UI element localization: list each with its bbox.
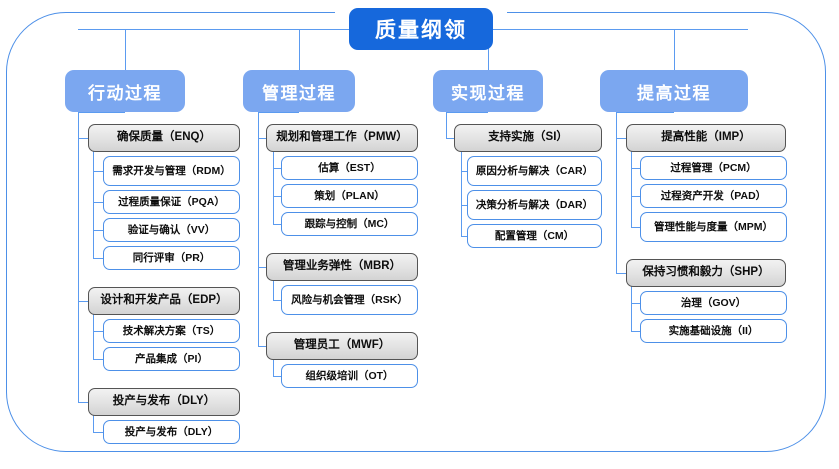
leaf-stub-2-0-2 bbox=[461, 236, 467, 238]
column-header-0: 行动过程 bbox=[65, 70, 185, 112]
leaf-box-0-1-1[interactable]: 产品集成（PI） bbox=[103, 347, 240, 371]
leaf-stub-1-0-0 bbox=[273, 168, 281, 170]
column-drop-line-2 bbox=[488, 29, 490, 70]
leaf-box-0-0-2[interactable]: 验证与确认（VV） bbox=[103, 218, 240, 242]
leaf-box-3-0-2[interactable]: 管理性能与度量（MPM） bbox=[640, 212, 787, 242]
leaf-box-2-0-0[interactable]: 原因分析与解决（CAR） bbox=[467, 156, 602, 186]
column-spine-3 bbox=[616, 112, 618, 273]
title-bus-line-right bbox=[493, 29, 748, 31]
leaf-box-3-1-1[interactable]: 实施基础设施（II） bbox=[640, 319, 787, 343]
leaf-box-0-0-1[interactable]: 过程质量保证（PQA） bbox=[103, 190, 240, 214]
child-spine-1-2 bbox=[273, 360, 275, 376]
leaf-stub-3-1-1 bbox=[631, 331, 640, 333]
leaf-stub-2-0-1 bbox=[461, 205, 467, 207]
column-header-2: 实现过程 bbox=[433, 70, 543, 112]
leaf-stub-0-0-0 bbox=[93, 171, 103, 173]
group-stub-1-1 bbox=[258, 267, 266, 269]
column-drop-line-0 bbox=[125, 29, 127, 70]
group-stub-2-0 bbox=[446, 138, 454, 140]
leaf-stub-3-0-2 bbox=[631, 227, 640, 229]
column-header-3: 提高过程 bbox=[600, 70, 748, 112]
leaf-box-3-1-0[interactable]: 治理（GOV） bbox=[640, 291, 787, 315]
column-spine-0 bbox=[78, 112, 80, 402]
leaf-stub-0-1-0 bbox=[93, 331, 103, 333]
leaf-box-0-1-0[interactable]: 技术解决方案（TS） bbox=[103, 319, 240, 343]
group-stub-0-1 bbox=[78, 301, 88, 303]
group-box-3-0[interactable]: 提高性能（IMP） bbox=[626, 124, 786, 152]
child-spine-3-0 bbox=[631, 152, 633, 227]
leaf-box-0-0-0[interactable]: 需求开发与管理（RDM） bbox=[103, 156, 240, 186]
column-spine-link-0 bbox=[78, 112, 125, 114]
group-box-2-0[interactable]: 支持实施（SI） bbox=[454, 124, 602, 152]
child-spine-3-1 bbox=[631, 287, 633, 331]
group-stub-1-2 bbox=[258, 346, 266, 348]
group-stub-3-1 bbox=[616, 273, 626, 275]
leaf-stub-2-0-0 bbox=[461, 171, 467, 173]
leaf-box-2-0-2[interactable]: 配置管理（CM） bbox=[467, 224, 602, 248]
group-stub-1-0 bbox=[258, 138, 266, 140]
column-drop-line-1 bbox=[299, 29, 301, 70]
group-box-1-2[interactable]: 管理员工（MWF） bbox=[266, 332, 418, 360]
child-spine-1-1 bbox=[273, 281, 275, 300]
leaf-stub-3-0-0 bbox=[631, 168, 640, 170]
group-box-0-0[interactable]: 确保质量（ENQ） bbox=[88, 124, 240, 152]
leaf-stub-0-0-2 bbox=[93, 230, 103, 232]
leaf-stub-0-0-3 bbox=[93, 258, 103, 260]
leaf-box-1-0-1[interactable]: 策划（PLAN） bbox=[281, 184, 418, 208]
child-spine-0-2 bbox=[93, 416, 95, 432]
leaf-stub-1-1-0 bbox=[273, 300, 281, 302]
leaf-box-1-0-0[interactable]: 估算（EST） bbox=[281, 156, 418, 180]
column-spine-1 bbox=[258, 112, 260, 346]
child-spine-2-0 bbox=[461, 152, 463, 236]
child-spine-0-1 bbox=[93, 315, 95, 359]
leaf-box-0-2-0[interactable]: 投产与发布（DLY） bbox=[103, 420, 240, 444]
leaf-box-3-0-1[interactable]: 过程资产开发（PAD） bbox=[640, 184, 787, 208]
group-box-1-0[interactable]: 规划和管理工作（PMW） bbox=[266, 124, 418, 152]
leaf-box-0-0-3[interactable]: 同行评审（PR） bbox=[103, 246, 240, 270]
leaf-stub-3-1-0 bbox=[631, 303, 640, 305]
title-bus-line-left bbox=[78, 29, 349, 31]
group-box-3-1[interactable]: 保持习惯和毅力（SHP） bbox=[626, 259, 786, 287]
leaf-stub-1-0-2 bbox=[273, 224, 281, 226]
leaf-box-1-2-0[interactable]: 组织级培训（OT） bbox=[281, 364, 418, 388]
diagram-title: 质量纲领 bbox=[349, 8, 493, 50]
leaf-stub-1-0-1 bbox=[273, 196, 281, 198]
column-header-1: 管理过程 bbox=[243, 70, 355, 112]
leaf-box-2-0-1[interactable]: 决策分析与解决（DAR） bbox=[467, 190, 602, 220]
leaf-box-1-0-2[interactable]: 跟踪与控制（MC） bbox=[281, 212, 418, 236]
group-stub-3-0 bbox=[616, 138, 626, 140]
leaf-box-1-1-0[interactable]: 风险与机会管理（RSK） bbox=[281, 285, 418, 315]
group-box-0-1[interactable]: 设计和开发产品（EDP） bbox=[88, 287, 240, 315]
leaf-stub-1-2-0 bbox=[273, 376, 281, 378]
column-drop-line-3 bbox=[674, 29, 676, 70]
group-box-1-1[interactable]: 管理业务弹性（MBR） bbox=[266, 253, 418, 281]
column-spine-link-3 bbox=[616, 112, 674, 114]
leaf-stub-0-1-1 bbox=[93, 359, 103, 361]
column-spine-2 bbox=[446, 112, 448, 138]
child-spine-1-0 bbox=[273, 152, 275, 224]
leaf-box-3-0-0[interactable]: 过程管理（PCM） bbox=[640, 156, 787, 180]
group-stub-0-0 bbox=[78, 138, 88, 140]
group-stub-0-2 bbox=[78, 402, 88, 404]
group-box-0-2[interactable]: 投产与发布（DLY） bbox=[88, 388, 240, 416]
child-spine-0-0 bbox=[93, 152, 95, 258]
column-spine-link-2 bbox=[446, 112, 488, 114]
leaf-stub-0-2-0 bbox=[93, 432, 103, 434]
column-spine-link-1 bbox=[258, 112, 299, 114]
leaf-stub-3-0-1 bbox=[631, 196, 640, 198]
leaf-stub-0-0-1 bbox=[93, 202, 103, 204]
